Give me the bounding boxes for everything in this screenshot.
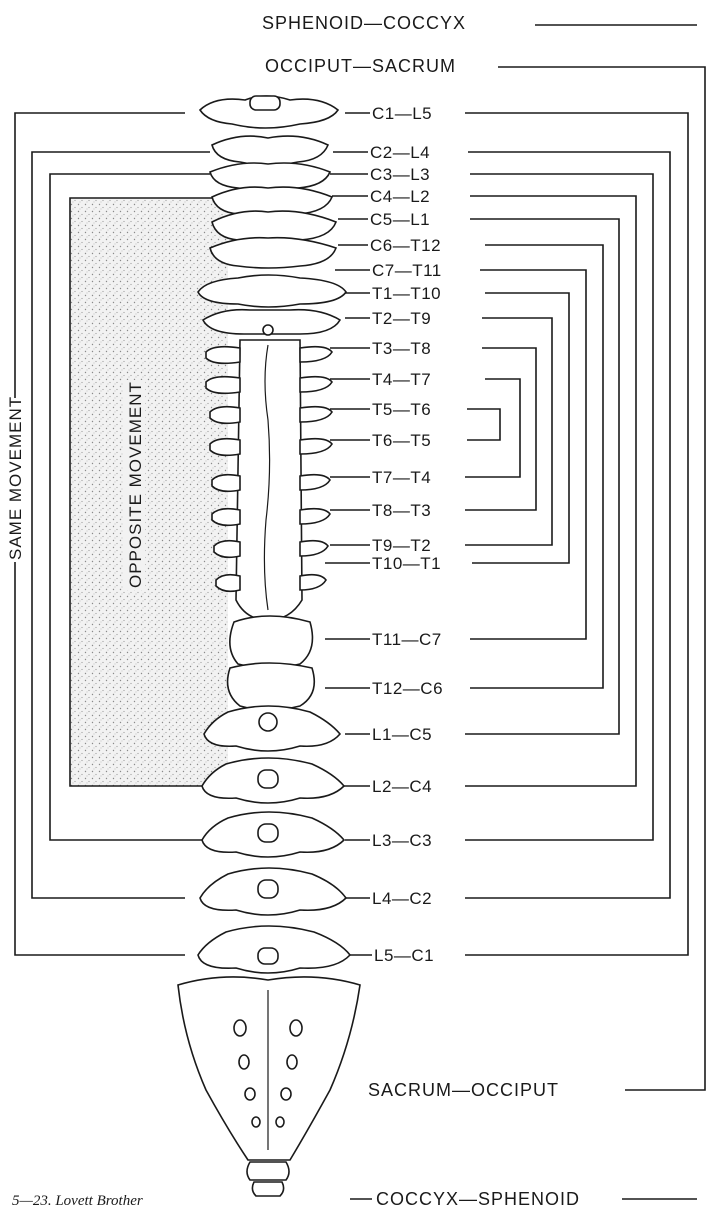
cervical-vertebrae [197,95,347,308]
opposite-movement-bracket [69,197,225,787]
opposite-movement-label: OPPOSITE MOVEMENT [126,381,145,588]
sphenoid-coccyx-label: SPHENOID—COCCYX [262,13,466,33]
sacrum-occiput-label: SACRUM—OCCIPUT [368,1080,559,1100]
figure-caption: 5—23. Lovett Brother [12,1193,143,1209]
pair-label-t4-t7: T4—T7 [372,370,431,389]
pair-label-c1-l5: C1—L5 [372,104,432,123]
pair-label-t2-t9: T2—T9 [372,309,431,328]
thoracic-vertebrae [201,308,342,711]
c5-l1-bracket [465,218,620,735]
right-brackets [465,24,706,1200]
pair-label-c6-t12: C6—T12 [370,236,441,255]
coccyx [246,1161,290,1197]
t5-t6-bracket [467,408,501,441]
pair-label-l3-c3: L3—C3 [372,831,432,850]
occiput-sacrum-bracket [498,66,706,1091]
t1-t10-bracket [472,292,570,564]
same-movement-label: SAME MOVEMENT [6,396,25,560]
spine-illustration [177,95,361,1197]
labels: SPHENOID—COCCYX OCCIPUT—SACRUM C1—L5 C2—… [6,13,580,1209]
pair-label-t11-c7: T11—C7 [372,630,442,649]
pair-label-t9-t2: T9—T2 [372,536,431,555]
t2-t9-bracket [465,317,553,546]
t4-t7-bracket [465,378,521,478]
pair-label-c5-l1: C5—L1 [370,210,430,229]
pair-label-t10-t1: T10—T1 [372,554,441,573]
occiput-sacrum-label: OCCIPUT—SACRUM [265,56,456,76]
pair-label-t5-t6: T5—T6 [372,400,431,419]
pair-label-t1-t10: T1—T10 [372,284,441,303]
pair-label-t12-c6: T12—C6 [372,679,443,698]
pair-label-l4-c2: L4—C2 [372,889,432,908]
pair-label-t7-t4: T7—T4 [372,468,431,487]
lumbar-vertebrae [197,705,352,974]
pair-label-t3-t8: T3—T8 [372,339,431,358]
pair-label-c2-l4: C2—L4 [370,143,430,162]
left-brackets [14,112,225,956]
c4-l2-bracket [465,195,637,787]
pair-label-c3-l3: C3—L3 [370,165,430,184]
c3-l3-bracket [465,173,654,841]
t3-t8-bracket [465,347,537,511]
pair-label-t8-t3: T8—T3 [372,501,431,520]
sacrum [177,976,361,1161]
c3-l3-left-bracket [49,173,210,841]
c7-t11-bracket [470,269,587,640]
pair-label-l2-c4: L2—C4 [372,777,432,796]
pair-label-l5-c1: L5—C1 [374,946,434,965]
c2-l4-bracket [465,151,671,899]
pair-label-c4-l2: C4—L2 [370,187,430,206]
pair-label-t6-t5: T6—T5 [372,431,431,450]
pair-label-l1-c5: L1—C5 [372,725,432,744]
coccyx-sphenoid-label: COCCYX—SPHENOID [376,1189,580,1209]
c6-t12-bracket [470,244,604,689]
c1-l5-bracket [465,112,689,956]
pair-label-c7-t11: C7—T11 [372,261,442,280]
spine-leader-lines [325,112,372,1200]
c2-l4-left-bracket [31,151,210,899]
